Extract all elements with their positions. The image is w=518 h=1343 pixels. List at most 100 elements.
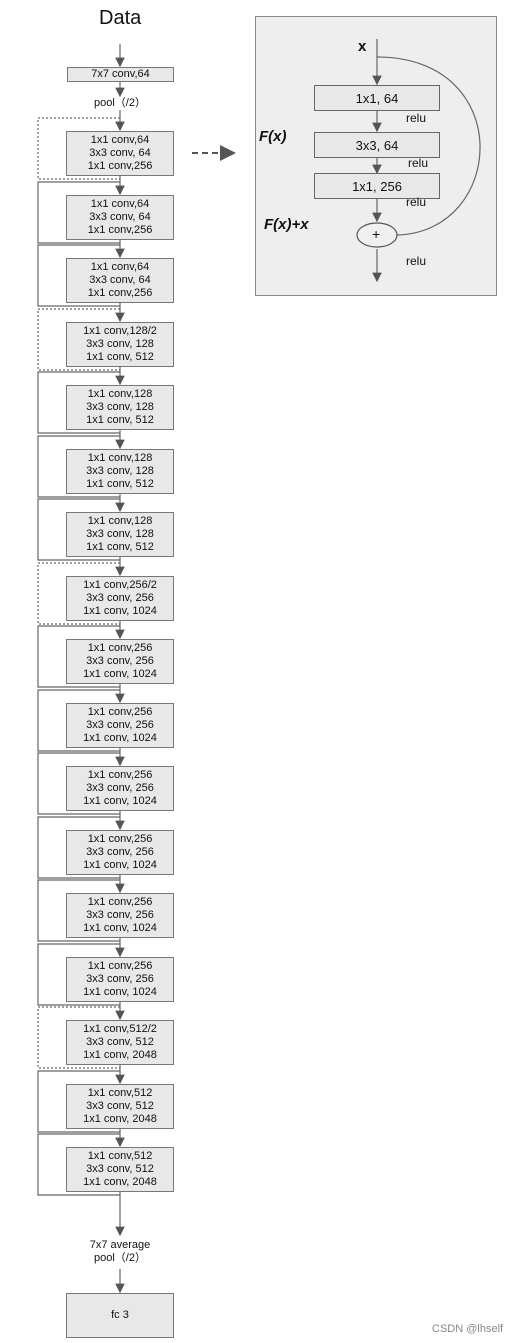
detail-layer-3: 1x1, 256 bbox=[314, 173, 440, 199]
conv-layer-label: 1x1 conv,256 bbox=[87, 960, 153, 972]
conv-layer-label: 1x1 conv, 1024 bbox=[83, 986, 157, 998]
conv-layer-label: 1x1 conv, 2048 bbox=[83, 1113, 157, 1125]
add-node bbox=[356, 222, 398, 248]
conv-layer-label: 1x1 conv,256 bbox=[87, 642, 153, 654]
identity-shortcut bbox=[37, 943, 120, 1006]
identity-shortcut bbox=[37, 816, 120, 879]
identity-shortcut bbox=[37, 181, 120, 244]
fx-plus-x-label: F(x)+x bbox=[264, 216, 309, 233]
add-symbol: + bbox=[372, 226, 381, 242]
conv-layer-label: 1x1 conv,128 bbox=[87, 388, 153, 400]
conv-layer-label: 1x1 conv,128/2 bbox=[83, 325, 157, 337]
conv-layer-label: 1x1 conv, 1024 bbox=[83, 922, 157, 934]
conv-layer-label: 1x1 conv, 1024 bbox=[83, 795, 157, 807]
stem-conv-box: 7x7 conv,64 bbox=[67, 67, 174, 82]
conv-layer-label: 1x1 conv, 512 bbox=[86, 541, 154, 553]
detail-relu-2: relu bbox=[408, 156, 429, 170]
identity-shortcut bbox=[37, 625, 120, 688]
identity-shortcut bbox=[37, 879, 120, 942]
conv-layer-label: 1x1 conv,128 bbox=[87, 515, 153, 527]
conv-layer-label: 3x3 conv, 128 bbox=[86, 401, 154, 413]
identity-shortcut bbox=[37, 498, 120, 561]
conv-layer-label: 1x1 conv,128 bbox=[87, 452, 153, 464]
projection-shortcut bbox=[37, 117, 120, 180]
detail-relu-out: relu bbox=[406, 254, 427, 268]
conv-layer-label: 3x3 conv, 128 bbox=[86, 465, 154, 477]
detail-lines bbox=[356, 39, 481, 283]
avg-pool-label: 7x7 average pool（/2） bbox=[89, 1239, 151, 1264]
fx-label: F(x) bbox=[259, 128, 287, 145]
conv-layer-label: 3x3 conv, 256 bbox=[86, 782, 154, 794]
projection-shortcut bbox=[37, 1006, 120, 1069]
projection-shortcut bbox=[37, 308, 120, 371]
stem-pool-label: pool（/2） bbox=[94, 97, 146, 109]
fc-label: fc 3 bbox=[111, 1309, 129, 1321]
conv-layer-label: 1x1 conv,512 bbox=[87, 1087, 153, 1099]
identity-shortcut bbox=[37, 371, 120, 434]
conv-layer-label: 3x3 conv, 64 bbox=[89, 147, 151, 159]
identity-shortcut bbox=[37, 689, 120, 752]
conv-layer-label: 3x3 conv, 128 bbox=[86, 528, 154, 540]
conv-layer-label: 3x3 conv, 512 bbox=[86, 1163, 154, 1175]
fc-box: fc 3 bbox=[66, 1293, 174, 1338]
conv-layer-label: 1x1 conv, 2048 bbox=[83, 1176, 157, 1188]
conv-layer-label: 3x3 conv, 256 bbox=[86, 909, 154, 921]
conv-layer-label: 1x1 conv, 512 bbox=[86, 414, 154, 426]
conv-layer-label: 1x1 conv, 512 bbox=[86, 351, 154, 363]
conv-layer-label: 1x1 conv,64 bbox=[90, 198, 150, 210]
identity-shortcut bbox=[37, 244, 120, 307]
diagram-title: Data bbox=[99, 7, 142, 29]
conv-layer-label: 1x1 conv, 2048 bbox=[83, 1049, 157, 1061]
conv-layer-label: 3x3 conv, 256 bbox=[86, 719, 154, 731]
bottleneck-detail-panel: x 1x1, 64 relu 3x3, 64 relu 1x1, 256 rel… bbox=[255, 16, 497, 296]
conv-layer-label: 1x1 conv,256 bbox=[87, 160, 153, 172]
conv-layer-label: 3x3 conv, 512 bbox=[86, 1100, 154, 1112]
conv-layer-label: 1x1 conv,256 bbox=[87, 706, 153, 718]
detail-layer-1: 1x1, 64 bbox=[314, 85, 440, 111]
conv-layer-label: 3x3 conv, 256 bbox=[86, 846, 154, 858]
detail-relu-3: relu bbox=[406, 195, 427, 209]
identity-shortcut bbox=[37, 752, 120, 815]
conv-layer-label: 1x1 conv,256 bbox=[87, 833, 153, 845]
watermark: CSDN @lhself bbox=[432, 1323, 504, 1335]
conv-layer-label: 1x1 conv, 1024 bbox=[83, 668, 157, 680]
conv-layer-label: 1x1 conv,512/2 bbox=[83, 1023, 157, 1035]
conv-layer-label: 3x3 conv, 128 bbox=[86, 338, 154, 350]
detail-relu-1: relu bbox=[406, 111, 427, 125]
conv-layer-label: 3x3 conv, 256 bbox=[86, 655, 154, 667]
projection-shortcut bbox=[37, 562, 120, 625]
identity-shortcut bbox=[37, 1070, 120, 1133]
conv-layer-label: 3x3 conv, 512 bbox=[86, 1036, 154, 1048]
input-x-label: x bbox=[358, 38, 367, 55]
identity-shortcut bbox=[37, 435, 120, 498]
conv-layer-label: 1x1 conv,256 bbox=[87, 769, 153, 781]
conv-layer-label: 1x1 conv,256 bbox=[87, 224, 153, 236]
conv-layer-label: 1x1 conv,512 bbox=[87, 1150, 153, 1162]
conv-layer-label: 3x3 conv, 64 bbox=[89, 211, 151, 223]
conv-layer-label: 1x1 conv, 1024 bbox=[83, 859, 157, 871]
conv-layer-label: 1x1 conv, 512 bbox=[86, 478, 154, 490]
conv-layer-label: 1x1 conv, 1024 bbox=[83, 732, 157, 744]
conv-layer-label: 3x3 conv, 64 bbox=[89, 274, 151, 286]
conv-layer-label: 3x3 conv, 256 bbox=[86, 973, 154, 985]
conv-layer-label: 1x1 conv,256/2 bbox=[83, 579, 157, 591]
stem-conv-label: 7x7 conv,64 bbox=[91, 68, 150, 80]
conv-layer-label: 1x1 conv,64 bbox=[90, 134, 150, 146]
detail-layer-2: 3x3, 64 bbox=[314, 132, 440, 158]
